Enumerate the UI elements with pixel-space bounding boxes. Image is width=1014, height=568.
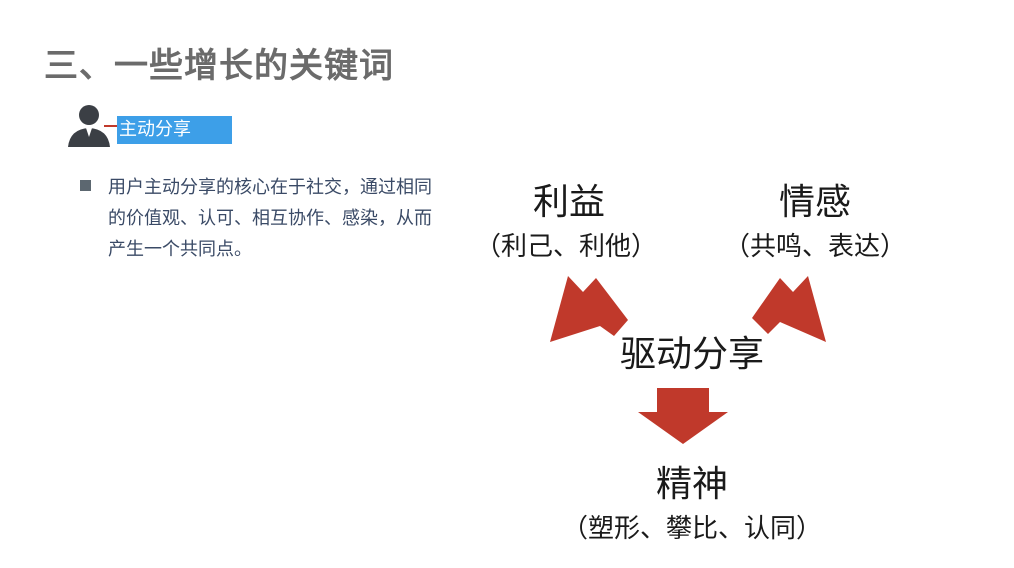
slide-title: 三、一些增长的关键词 — [44, 46, 394, 86]
bullet-marker — [80, 180, 91, 191]
diagram-bottom-sub: （塑形、攀比、认同） — [561, 514, 823, 544]
bullet-text: 用户主动分享的核心在于社交，通过相同的价值观、认可、相互协作、感染，从而产生一个… — [108, 177, 432, 260]
person-icon — [68, 105, 110, 147]
diagram-left-sub: （利己、利他） — [474, 232, 658, 262]
arrow-up-left — [550, 276, 628, 342]
diagram-right-sub: （共鸣、表达） — [723, 232, 907, 262]
diagram-bottom-heading: 精神 — [655, 464, 729, 505]
diagram-right-heading: 情感 — [778, 182, 852, 223]
arrow-up-right — [752, 276, 826, 342]
diagram-left-heading: 利益 — [532, 182, 606, 223]
section-tag: 主动分享 — [117, 116, 232, 144]
diagram-center-label: 驱动分享 — [619, 334, 765, 375]
arrow-down — [638, 388, 728, 444]
tag-connector-line — [104, 125, 118, 127]
